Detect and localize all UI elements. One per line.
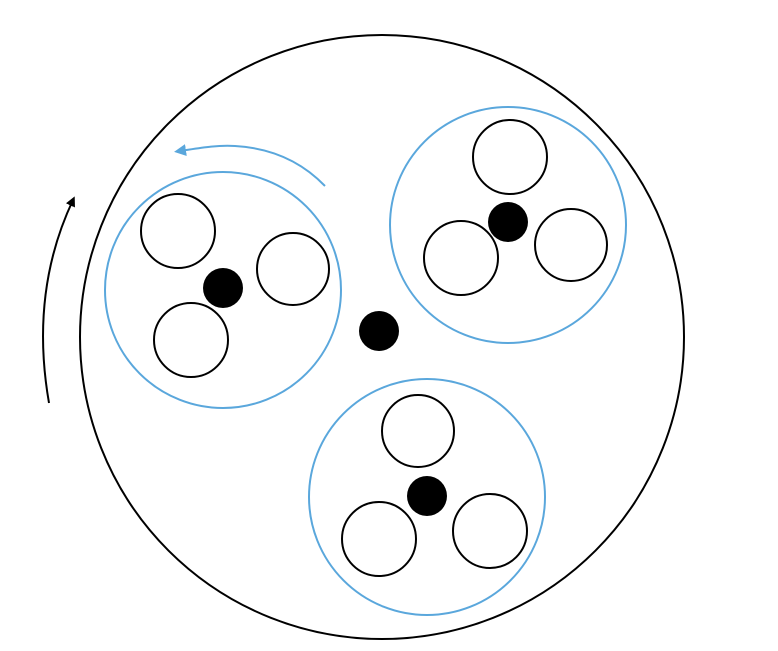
carrier-ring xyxy=(389,106,627,344)
carrier-ring xyxy=(308,378,546,616)
outer-rotation-arrow xyxy=(42,196,75,404)
satellite-circle xyxy=(153,302,229,378)
outer-ring xyxy=(79,34,685,640)
satellite-circle xyxy=(534,208,608,282)
carrier-pivot xyxy=(488,202,528,242)
satellite-circle xyxy=(472,119,548,195)
carrier-ring xyxy=(104,171,342,409)
satellite-circle xyxy=(341,501,417,577)
satellite-circle xyxy=(381,394,455,468)
satellite-circle xyxy=(423,220,499,296)
carrier-top-right xyxy=(389,106,627,344)
satellite-circle xyxy=(140,193,216,269)
satellite-circle xyxy=(256,232,330,306)
carrier-pivot xyxy=(203,268,243,308)
carrier-left xyxy=(104,171,342,409)
satellite-circle xyxy=(452,493,528,569)
carrier-pivot xyxy=(407,476,447,516)
carrier-rotation-arrow xyxy=(174,144,326,187)
carrier-bottom xyxy=(308,378,546,616)
center-pivot xyxy=(359,311,399,351)
